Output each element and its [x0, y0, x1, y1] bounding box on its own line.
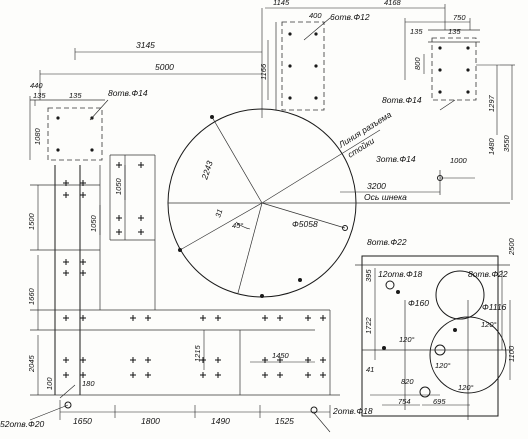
angle-45: 45°	[232, 221, 243, 230]
note-52-holes-20: 52отв.Ф20	[0, 419, 45, 429]
top-dimensions	[39, 4, 471, 118]
dim-1660: 1660	[27, 287, 36, 305]
dim-1525: 1525	[275, 416, 294, 426]
dim-750: 750	[453, 13, 466, 22]
angle-120-a: 120°	[399, 335, 415, 344]
dim-400: 400	[309, 11, 322, 20]
drive-zone	[355, 255, 511, 420]
dim-1166: 1166	[259, 63, 268, 80]
anchor-block-top-center	[267, 17, 331, 111]
dim-135-l2: 135	[69, 91, 82, 100]
dim-754: 754	[398, 397, 411, 406]
dim-1100: 1100	[507, 345, 516, 362]
dim-4168: 4168	[384, 0, 402, 7]
note-8-holes-14-right: 8отв.Ф14	[382, 95, 422, 105]
dim-135-l1: 135	[33, 91, 46, 100]
note-8-holes-22-b: 8отв.Ф22	[468, 269, 508, 279]
dim-2500: 2500	[507, 237, 516, 256]
angle-120-b: 120°	[481, 320, 497, 329]
dim-31: 31	[213, 208, 224, 219]
angle-120-d: 120°	[458, 383, 474, 392]
dim-1050-b: 1050	[89, 214, 98, 232]
dim-1490: 1490	[211, 416, 230, 426]
dim-1297: 1297	[487, 94, 496, 112]
dim-d5058: Ф5058	[292, 219, 318, 229]
anchor-holes-right	[437, 170, 475, 195]
dim-100: 100	[45, 377, 54, 390]
dim-1480: 1480	[487, 137, 496, 155]
dim-1722: 1722	[364, 316, 373, 334]
dim-d160: Ф160	[408, 298, 429, 308]
dim-d1116: Ф1116	[482, 302, 507, 312]
dim-41: 41	[366, 365, 374, 374]
dim-1650: 1650	[73, 416, 92, 426]
dim-1080: 1080	[33, 127, 42, 145]
dim-440: 440	[30, 81, 43, 90]
dim-1050-a: 1050	[114, 177, 123, 195]
dim-180: 180	[82, 379, 95, 388]
main-ring	[167, 108, 510, 298]
note-12-holes-18: 12отв.Ф18	[378, 269, 423, 279]
dim-3145: 3145	[136, 40, 155, 50]
note-3-holes-14: 3отв.Ф14	[376, 154, 416, 164]
dim-820: 820	[401, 377, 414, 386]
left-frame	[30, 154, 340, 420]
anchor-crosses	[29, 162, 331, 433]
dim-695: 695	[433, 397, 446, 406]
dim-135-tr: 135	[410, 27, 423, 36]
angle-120-c: 120°	[435, 361, 451, 370]
dim-1500: 1500	[27, 212, 36, 230]
dim-1145: 1145	[273, 0, 290, 7]
note-8-holes-14-left: 8отв.Ф14	[108, 88, 148, 98]
dim-1800: 1800	[141, 416, 160, 426]
dim-1215: 1215	[193, 344, 202, 362]
dim-3550: 3550	[502, 134, 511, 152]
dim-395: 395	[364, 269, 373, 282]
dim-135-tr2: 135	[448, 27, 461, 36]
anchor-block-top-right	[423, 29, 515, 200]
screw-axis-label: Ось шнека	[364, 192, 407, 202]
dim-2045: 2045	[27, 354, 36, 373]
note-8-holes-22: 8отв.Ф22	[367, 237, 407, 247]
anchor-block-top-left	[29, 96, 109, 161]
dim-2243: 2243	[199, 159, 215, 181]
dim-5000: 5000	[155, 62, 174, 72]
dim-800: 800	[413, 57, 422, 70]
dim-1000: 1000	[450, 156, 468, 165]
note-6-holes-12: 6отв.Ф12	[330, 12, 370, 22]
note-2-holes-18: 2отв.Ф18	[332, 406, 373, 416]
dim-3200: 3200	[367, 181, 386, 191]
dim-1450: 1450	[272, 351, 290, 360]
